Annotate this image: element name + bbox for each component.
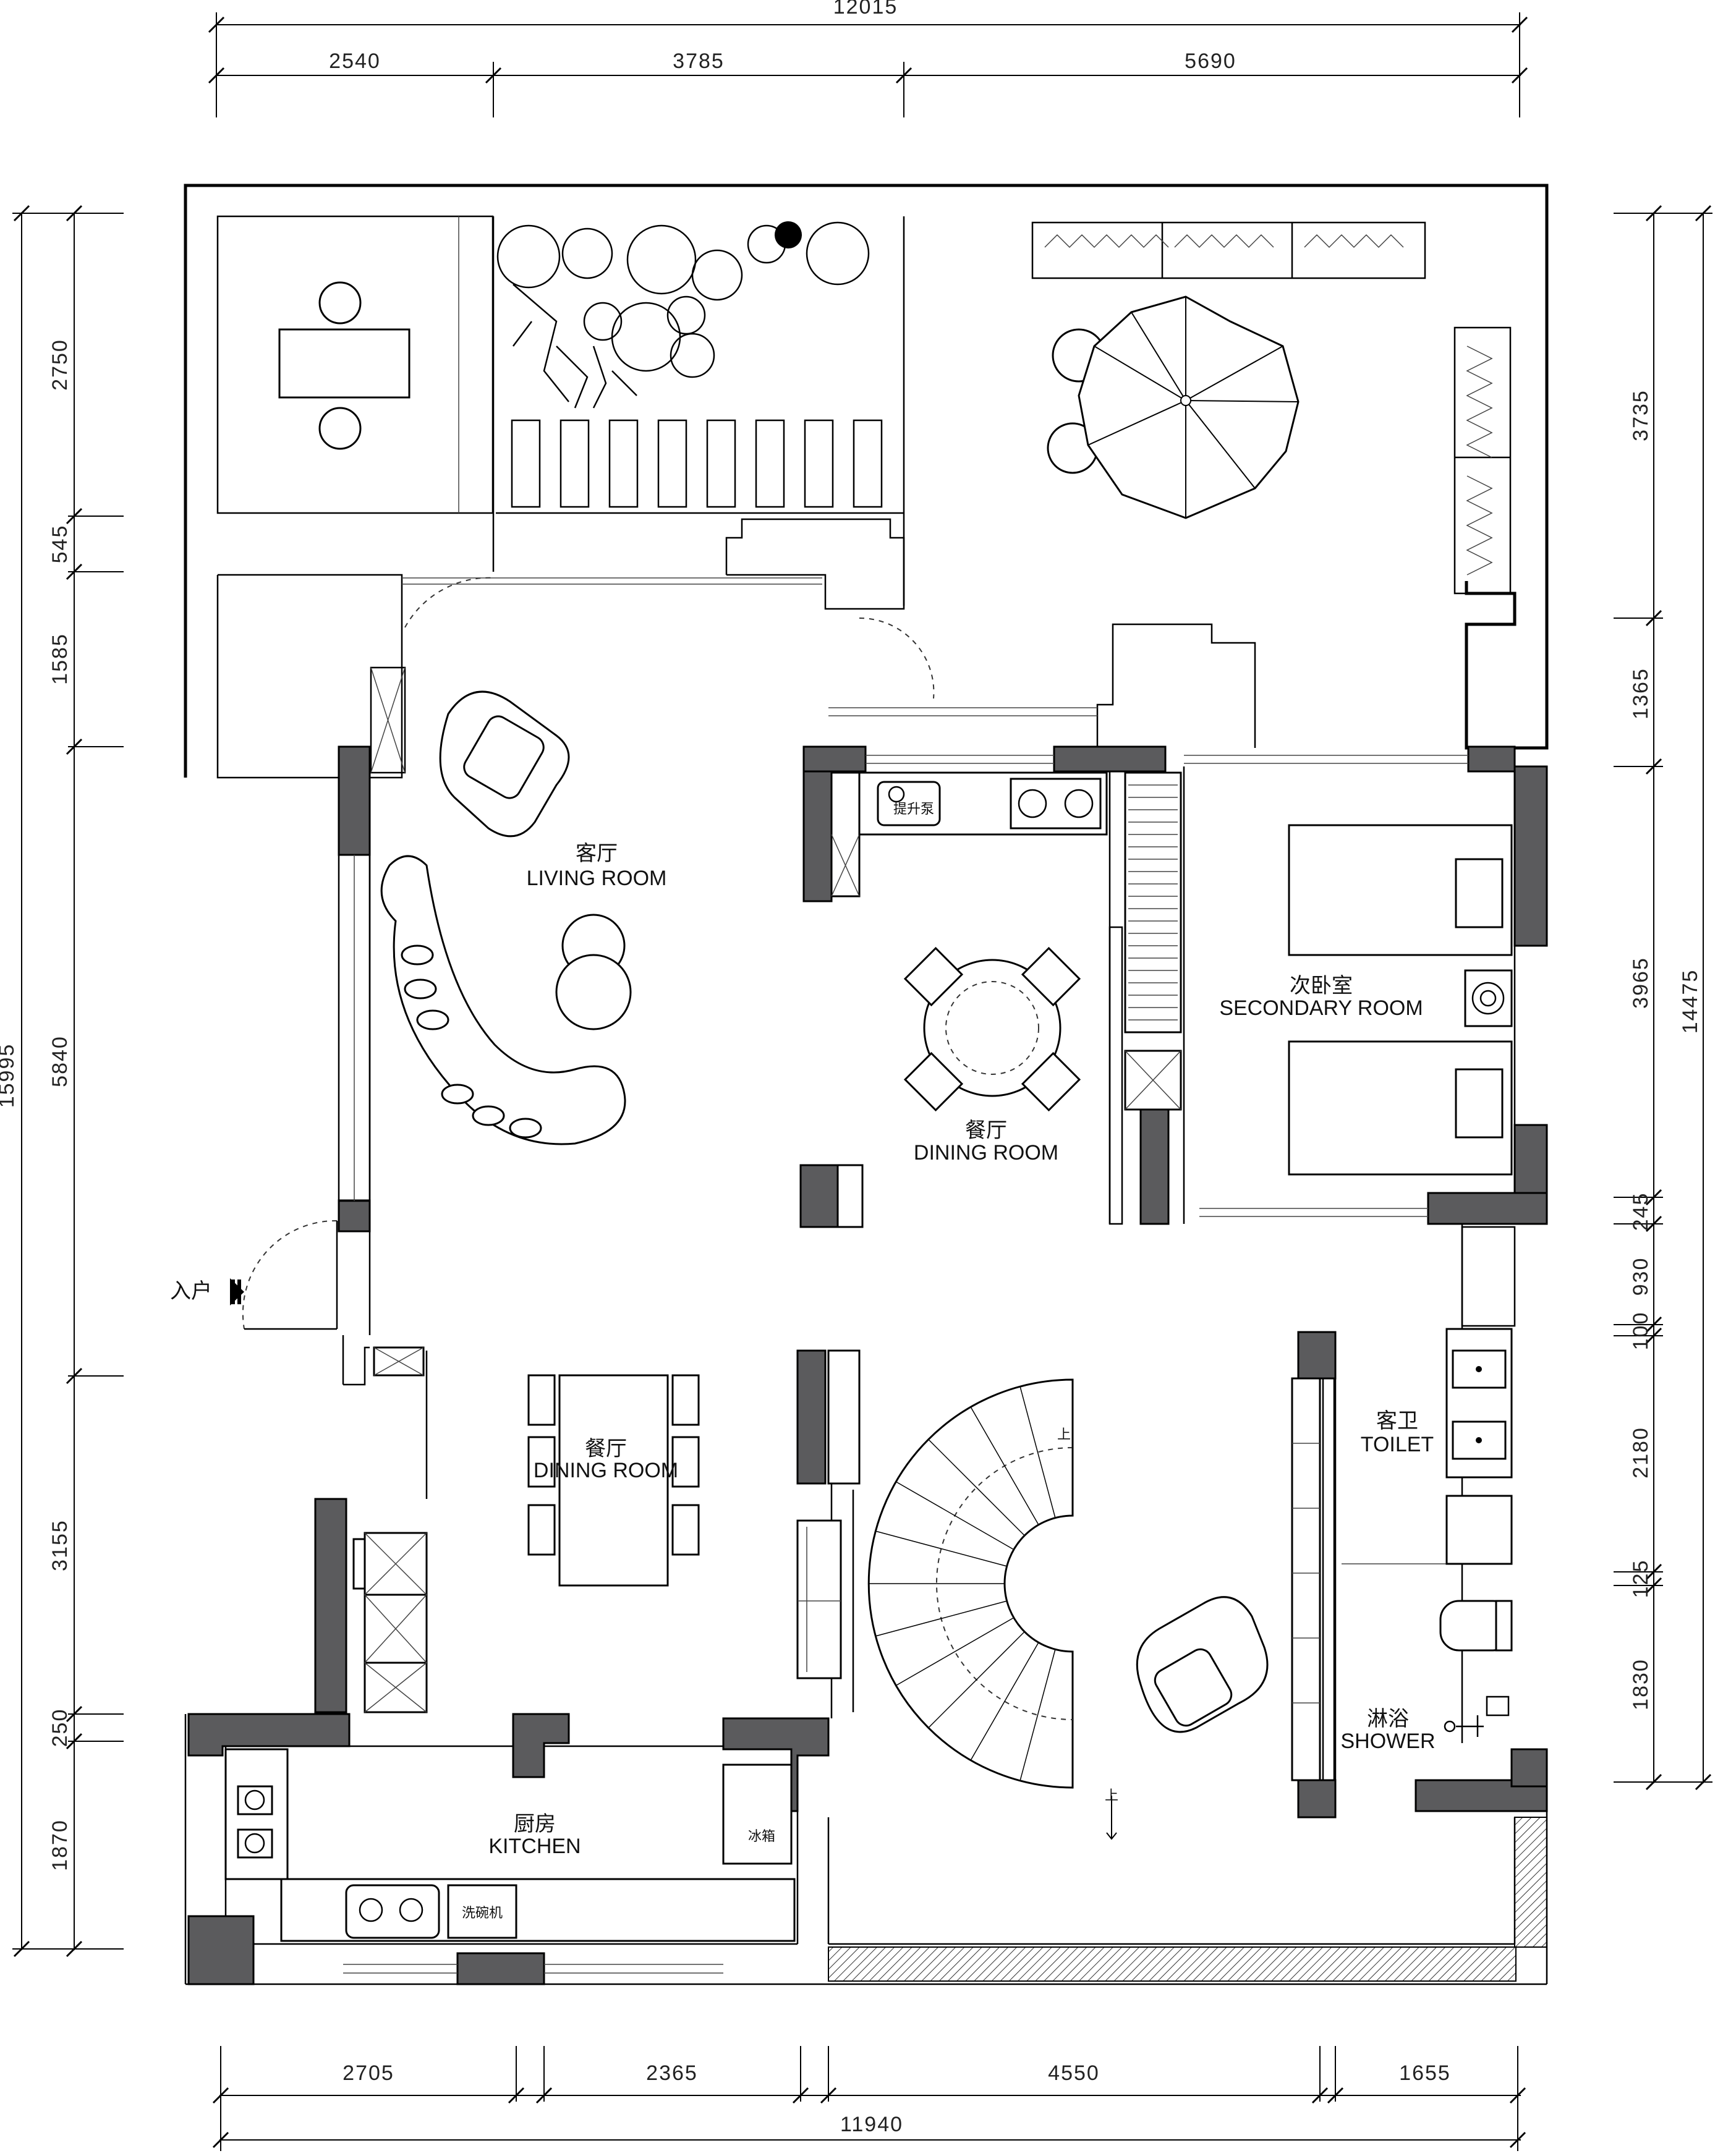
dim-left-total: 15995 bbox=[0, 1043, 19, 1108]
side-cabinet bbox=[836, 1164, 864, 1228]
terrace-table bbox=[278, 281, 411, 450]
living-room-label-en: LIVING ROOM bbox=[527, 867, 667, 890]
kitchen-fixtures bbox=[224, 1748, 796, 1942]
armchair-top bbox=[439, 690, 570, 838]
dim-left-seg-6: 250 bbox=[48, 1708, 72, 1747]
windows bbox=[338, 666, 1468, 1974]
pump-label: 提升泵 bbox=[893, 802, 934, 817]
shower-label-en: SHOWER bbox=[1341, 1729, 1436, 1753]
storage-column bbox=[1108, 771, 1182, 1225]
dim-right-seg-1: 3735 bbox=[1629, 389, 1653, 441]
secondary-room-label-en: SECONDARY ROOM bbox=[1219, 996, 1423, 1020]
bottom-dimension-lines bbox=[212, 2046, 1526, 2151]
dim-left-seg-3: 1585 bbox=[48, 633, 72, 685]
dining-room-1-label-en: DINING ROOM bbox=[914, 1141, 1058, 1165]
stairs-up-label-2: 上 bbox=[1105, 1788, 1118, 1804]
dim-right-seg-6: 100 bbox=[1629, 1312, 1653, 1351]
fridge-label: 冰箱 bbox=[748, 1829, 775, 1844]
dim-right-seg-4: 245 bbox=[1629, 1192, 1653, 1231]
sectional-sofa bbox=[380, 855, 626, 1145]
dim-top-seg-3: 5690 bbox=[1185, 49, 1236, 73]
secondary-room-label-cn: 次卧室 bbox=[1290, 974, 1353, 998]
dim-bottom-seg-1: 2705 bbox=[342, 2061, 394, 2085]
console-cabinets bbox=[796, 1349, 861, 1712]
dim-left-seg-4: 5840 bbox=[48, 1035, 72, 1087]
living-room-label-cn: 客厅 bbox=[576, 841, 618, 866]
dim-bottom-seg-4: 1655 bbox=[1399, 2061, 1451, 2085]
coffee-tables bbox=[555, 914, 632, 1030]
dim-top-seg-2: 3785 bbox=[673, 49, 725, 73]
rect-dining-table bbox=[527, 1374, 700, 1587]
dim-right-seg-7: 2180 bbox=[1629, 1427, 1653, 1479]
dining-room-2-label-cn: 餐厅 bbox=[585, 1437, 627, 1461]
dim-right-seg-2: 1365 bbox=[1629, 668, 1653, 719]
planter-boxes bbox=[1031, 221, 1512, 595]
kitchen-label-cn: 厨房 bbox=[514, 1812, 556, 1836]
left-dimension-lines bbox=[12, 205, 124, 1958]
dim-bottom-seg-2: 2365 bbox=[646, 2061, 698, 2085]
dim-left-seg-1: 2750 bbox=[48, 339, 72, 391]
tall-cabinets bbox=[352, 1346, 428, 1713]
dim-right-seg-9: 1830 bbox=[1629, 1658, 1653, 1710]
wall-blocks bbox=[187, 745, 1548, 1985]
dim-right-seg-8: 125 bbox=[1629, 1560, 1653, 1598]
dim-top-total: 12015 bbox=[833, 0, 898, 19]
dining-room-1-label-cn: 餐厅 bbox=[965, 1118, 1007, 1143]
bathroom-fixtures bbox=[1291, 1226, 1516, 1781]
dim-bottom-seg-3: 4550 bbox=[1048, 2061, 1100, 2085]
dim-top-seg-1: 2540 bbox=[329, 49, 381, 73]
twin-beds bbox=[1288, 824, 1513, 1176]
dim-right-seg-3: 3965 bbox=[1629, 957, 1653, 1009]
dim-left-seg-2: 545 bbox=[48, 525, 72, 564]
garden-benches bbox=[511, 419, 883, 508]
doors bbox=[242, 577, 935, 1330]
round-dining-table bbox=[903, 946, 1081, 1112]
toilet-label-cn: 客卫 bbox=[1376, 1409, 1418, 1433]
armchair-bottom bbox=[1136, 1596, 1269, 1733]
dim-left-seg-5: 3155 bbox=[48, 1519, 72, 1571]
dining-room-2-label-en: DINING ROOM bbox=[534, 1459, 678, 1482]
terrace-outline bbox=[184, 184, 1549, 779]
dim-right-total: 14475 bbox=[1678, 969, 1702, 1034]
pump-cabinet bbox=[830, 771, 1108, 898]
spiral-staircase bbox=[867, 1378, 1074, 1789]
right-dimension-lines bbox=[1614, 205, 1712, 1791]
dim-right-seg-5: 930 bbox=[1629, 1257, 1653, 1296]
top-dimension-lines bbox=[208, 12, 1528, 117]
dim-bottom-total: 11940 bbox=[840, 2113, 903, 2136]
entrance-label: 入户 bbox=[170, 1279, 212, 1304]
kitchen-label-en: KITCHEN bbox=[488, 1835, 581, 1858]
patio-umbrella bbox=[1047, 295, 1300, 519]
stairs-up-label-1: 上 bbox=[1057, 1427, 1071, 1443]
dishwasher-label: 洗碗机 bbox=[462, 1906, 503, 1921]
toilet-label-en: TOILET bbox=[1361, 1433, 1434, 1456]
garden-trees bbox=[496, 221, 870, 409]
dim-left-seg-7: 1870 bbox=[48, 1819, 72, 1871]
entrance-arrow-icon bbox=[230, 1278, 244, 1305]
shower-label-cn: 淋浴 bbox=[1367, 1707, 1409, 1731]
stairs-arrow-icon bbox=[1106, 1796, 1117, 1840]
